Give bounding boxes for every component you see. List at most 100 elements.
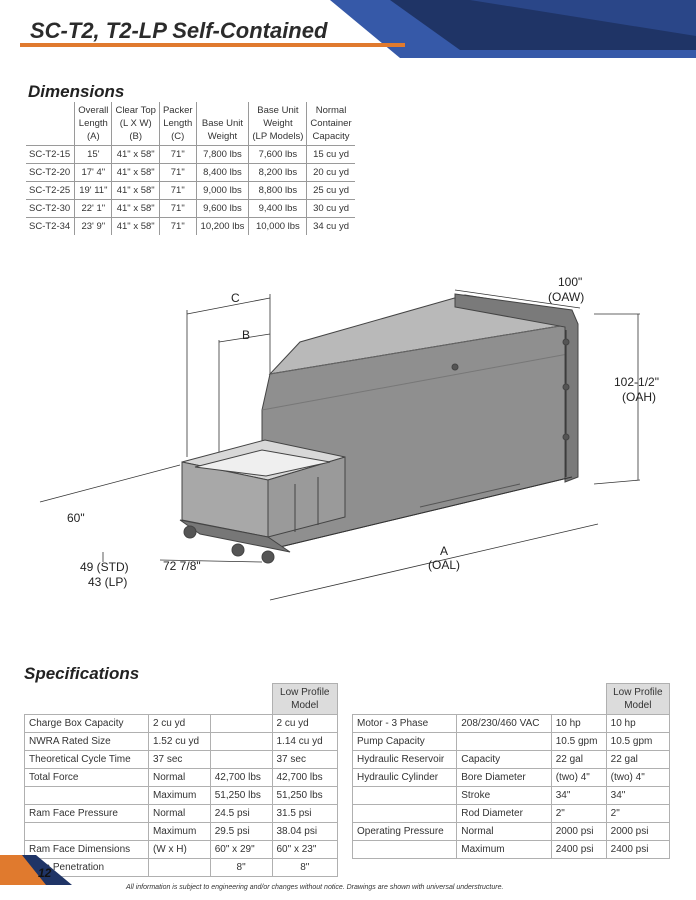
spec-standard-value: 29.5 psi [209,822,273,841]
base-weight-lp-cell: 8,800 lbs [248,181,307,200]
dim-charge-length: 72 7/8" [163,559,201,573]
table-row: SC-T2-25 19' 11" 41" x 58" 71" 9,000 lbs… [26,181,355,200]
dim-overall-length-label: (OAL) [428,558,460,572]
table-row: SC-T2-30 22' 1" 41" x 58" 71" 9,600 lbs … [26,199,355,218]
overall-length-cell: 23' 9" [74,217,112,235]
dim-height-value: 102-1/2" [614,375,659,389]
header-clear-top: Clear Top(L X W)(B) [111,102,160,146]
base-weight-lp-cell: 7,600 lbs [248,145,307,164]
dim-height-label: (OAH) [622,390,656,404]
spec-qualifier: Maximum [147,822,211,841]
dim-width-label: (OAW) [548,290,584,304]
spec-lp-value: 2400 psi [605,840,671,859]
dim-label-c: C [231,291,240,305]
table-row: SC-T2-15 15' 41" x 58" 71" 7,800 lbs 7,6… [26,145,355,164]
clear-top-cell: 41" x 58" [111,145,160,164]
spec-standard-value: 22 gal [550,750,607,769]
spec-label: Total Force [24,768,149,787]
dimensions-title: Dimensions [28,82,125,101]
spec-qualifier: Maximum [456,840,552,859]
spec-label [24,786,149,805]
spec-lp-value: 2000 psi [605,822,671,841]
spec-lp-value: 10 hp [605,714,671,733]
table-row: Total Force Normal 42,700 lbs 42,700 lbs [24,768,338,787]
dim-overall-length-letter: A [440,544,448,558]
capacity-cell: 30 cu yd [306,199,355,218]
table-row: Maximum 2400 psi 2400 psi [351,840,671,859]
spec-standard-value: 24.5 psi [209,804,273,823]
spec-qualifier [147,858,211,877]
spec-lp-value: 22 gal [605,750,671,769]
spec-label: Ram Face Pressure [24,804,149,823]
spec-lp-value: 37 sec [271,750,338,769]
base-weight-cell: 9,600 lbs [195,199,249,218]
dim-width-value: 100" [558,275,582,289]
overall-length-cell: 17' 4" [74,163,112,182]
table-row: Maximum 29.5 psi 38.04 psi [24,822,338,841]
dim-charge-height-std: 49 (STD) [80,560,129,574]
spec-lp-value: 2" [605,804,671,823]
spec-qualifier: Normal [147,804,211,823]
clear-top-cell: 41" x 58" [111,217,160,235]
dim-charge-width: 60" [67,511,85,525]
spec-label: Charge Box Capacity [24,714,149,733]
spec-standard-value: 60" x 29" [209,840,273,859]
dimension-lines [39,289,641,601]
spec-label [351,840,458,859]
dim-charge-height-lp: 43 (LP) [88,575,127,589]
spec-lp-value: 1.14 cu yd [271,732,338,751]
spec-label: NWRA Rated Size [24,732,149,751]
page-number-tab [0,855,72,885]
model-cell: SC-T2-15 [26,145,75,164]
spec-qualifier: Stroke [456,786,552,805]
spec-lp-value: 60" x 23" [271,840,338,859]
spec-standard-value: 8" [209,858,273,877]
spec-qualifier: Bore Diameter [456,768,552,787]
table-row: Hydraulic Reservoir Capacity 22 gal 22 g… [351,750,671,769]
title-underline [20,43,405,47]
base-weight-cell: 8,400 lbs [195,163,249,182]
table-row: Operating Pressure Normal 2000 psi 2000 … [351,822,671,841]
spec-qualifier: Maximum [147,786,211,805]
spec-qualifier: 37 sec [147,750,211,769]
table-row: SC-T2-20 17' 4" 41" x 58" 71" 8,400 lbs … [26,163,355,182]
table-row: NWRA Rated Size 1.52 cu yd 1.14 cu yd [24,732,338,751]
table-row: Hydraulic Cylinder Bore Diameter (two) 4… [351,768,671,787]
spec-standard-value: (two) 4" [550,768,607,787]
table-row: Charge Box Capacity 2 cu yd 2 cu yd [24,714,338,733]
spec-standard-value: 10.5 gpm [550,732,607,751]
spec-lp-value: 31.5 psi [271,804,338,823]
dim-label-b: B [242,328,250,342]
spec-qualifier: Normal [147,768,211,787]
spec-qualifier: (W x H) [147,840,211,859]
base-weight-cell: 7,800 lbs [195,145,249,164]
clear-top-cell: 41" x 58" [111,163,160,182]
base-weight-lp-cell: 10,000 lbs [248,217,307,235]
packer-length-cell: 71" [158,199,197,218]
base-weight-lp-cell: 9,400 lbs [248,199,307,218]
overall-length-cell: 19' 11" [74,181,112,200]
model-cell: SC-T2-25 [26,181,75,200]
table-row: Stroke 34" 34" [351,786,671,805]
spec-qualifier: 2 cu yd [147,714,211,733]
spec-lp-value: 8" [271,858,338,877]
spec-qualifier [456,732,552,751]
table-row: Motor - 3 Phase 208/230/460 VAC 10 hp 10… [351,714,671,733]
footnote: All information is subject to engineerin… [126,884,504,891]
table-row: Rod Diameter 2" 2" [351,804,671,823]
spec-qualifier: Rod Diameter [456,804,552,823]
model-col-header [26,102,75,146]
spec-label: Motor - 3 Phase [351,714,458,733]
table-row: Pump Capacity 10.5 gpm 10.5 gpm [351,732,671,751]
spec-label [24,822,149,841]
header-banner [330,0,696,58]
spec-qualifier: Normal [456,822,552,841]
